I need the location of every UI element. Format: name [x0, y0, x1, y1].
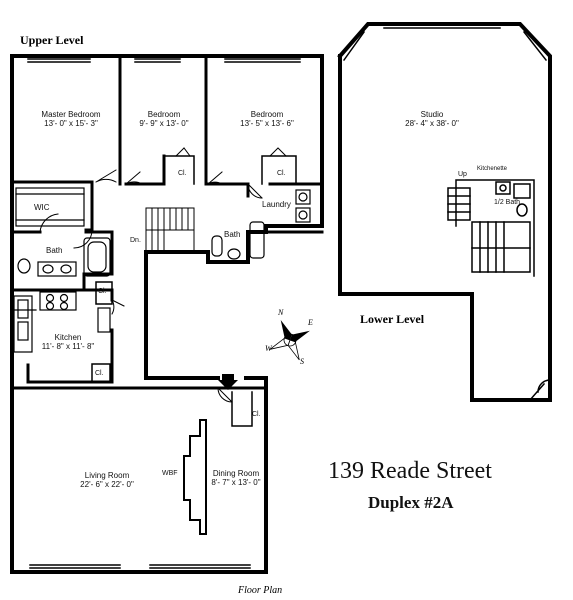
- stair-up-label: Up: [458, 171, 467, 178]
- closet-label: Cl.: [95, 370, 104, 377]
- kitchenette-label: Kitchenette: [477, 166, 508, 172]
- bedroom-1-label: Bedroom 9'- 9" x 13'- 0": [124, 110, 204, 128]
- living-room-label: Living Room 22'- 6" x 22'- 0": [62, 471, 152, 489]
- closet-label: Cl.: [98, 288, 107, 295]
- kitchen-fixtures: [13, 291, 111, 353]
- closet-label: Cl.: [277, 170, 286, 177]
- upper-level-label: Upper Level: [20, 33, 84, 47]
- wic-shelves: [15, 187, 85, 227]
- wbf-label: WBF: [162, 470, 178, 477]
- compass-s: S: [300, 357, 304, 366]
- fireplace-wbf: [183, 419, 207, 535]
- half-bath-label: 1/2 Bath: [494, 199, 521, 206]
- lower-windows: [342, 27, 548, 62]
- bath-label: Bath: [46, 246, 63, 255]
- address-unit: Duplex #2A: [368, 493, 454, 512]
- room-name: Kitchen: [54, 333, 82, 342]
- address-street: 139 Reade Street: [328, 458, 492, 484]
- wic-label: WIC: [34, 203, 50, 212]
- room-size: 22'- 6" x 22'- 0": [80, 480, 134, 489]
- room-size: 28'- 4" x 38'- 0": [405, 119, 459, 128]
- bath-label-2: Bath: [224, 230, 241, 239]
- room-size: 9'- 9" x 13'- 0": [139, 119, 189, 128]
- compass-rose: [269, 320, 310, 361]
- stair-upper: [145, 207, 195, 253]
- closets: [91, 155, 297, 427]
- bedroom-2-label: Bedroom 13'- 5" x 13'- 6": [222, 110, 312, 128]
- compass-w: W: [265, 344, 272, 353]
- upper-outer-walls: [10, 54, 324, 574]
- lower-interior: [447, 179, 551, 402]
- upper-windows: [27, 58, 301, 569]
- door-swings: [39, 147, 287, 403]
- compass-n: N: [278, 308, 284, 317]
- bath-fixtures: [17, 189, 311, 277]
- stair-down-label: Dn.: [130, 237, 141, 244]
- room-name: Dining Room: [212, 469, 260, 478]
- room-name: Living Room: [84, 471, 130, 480]
- entry-arrow: [218, 374, 238, 390]
- dining-room-label: Dining Room 8'- 7" x 13'- 0": [204, 469, 268, 487]
- floor-plan-caption: Floor Plan: [238, 585, 283, 596]
- closet-label: Cl.: [252, 411, 261, 418]
- studio-label: Studio 28'- 4" x 38'- 0": [392, 110, 472, 128]
- room-name: Bedroom: [147, 110, 181, 119]
- room-name: Master Bedroom: [41, 110, 101, 119]
- room-size: 11'- 8" x 11'- 8": [41, 342, 95, 351]
- lower-level-label: Lower Level: [360, 312, 425, 326]
- kitchen-label: Kitchen 11'- 8" x 11'- 8": [26, 333, 110, 351]
- compass-e: E: [308, 318, 313, 327]
- room-size: 13'- 0" x 15'- 3": [44, 119, 98, 128]
- laundry-label: Laundry: [262, 200, 291, 209]
- closet-label: Cl.: [178, 170, 187, 177]
- room-name: Studio: [420, 110, 444, 119]
- room-size: 8'- 7" x 13'- 0": [211, 478, 261, 487]
- room-size: 13'- 5" x 13'- 6": [240, 119, 294, 128]
- room-name: Bedroom: [250, 110, 284, 119]
- master-bedroom-label: Master Bedroom 13'- 0" x 15'- 3": [26, 110, 116, 128]
- lower-outer-walls: [337, 22, 552, 402]
